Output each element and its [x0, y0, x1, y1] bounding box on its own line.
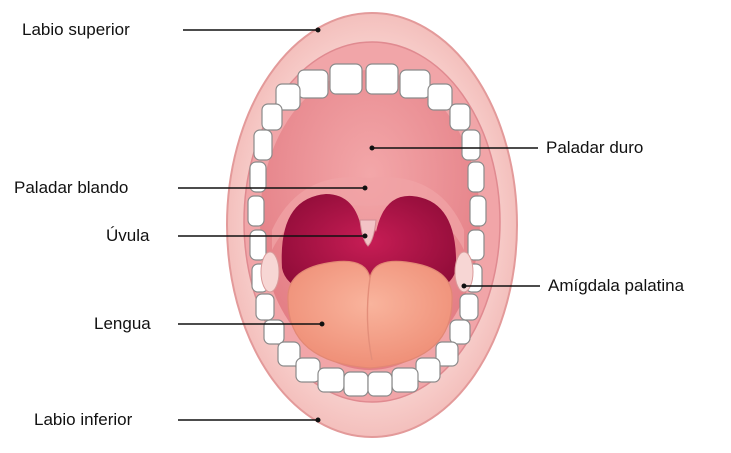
label-upper-lip: Labio superior [22, 20, 130, 40]
label-soft-palate: Paladar blando [14, 178, 128, 198]
label-palatine-tonsil: Amígdala palatina [548, 276, 684, 296]
label-lower-lip: Labio inferior [34, 410, 132, 430]
label-hard-palate: Paladar duro [546, 138, 643, 158]
label-uvula: Úvula [106, 226, 149, 246]
left-tonsil [261, 252, 279, 292]
label-tongue: Lengua [94, 314, 151, 334]
